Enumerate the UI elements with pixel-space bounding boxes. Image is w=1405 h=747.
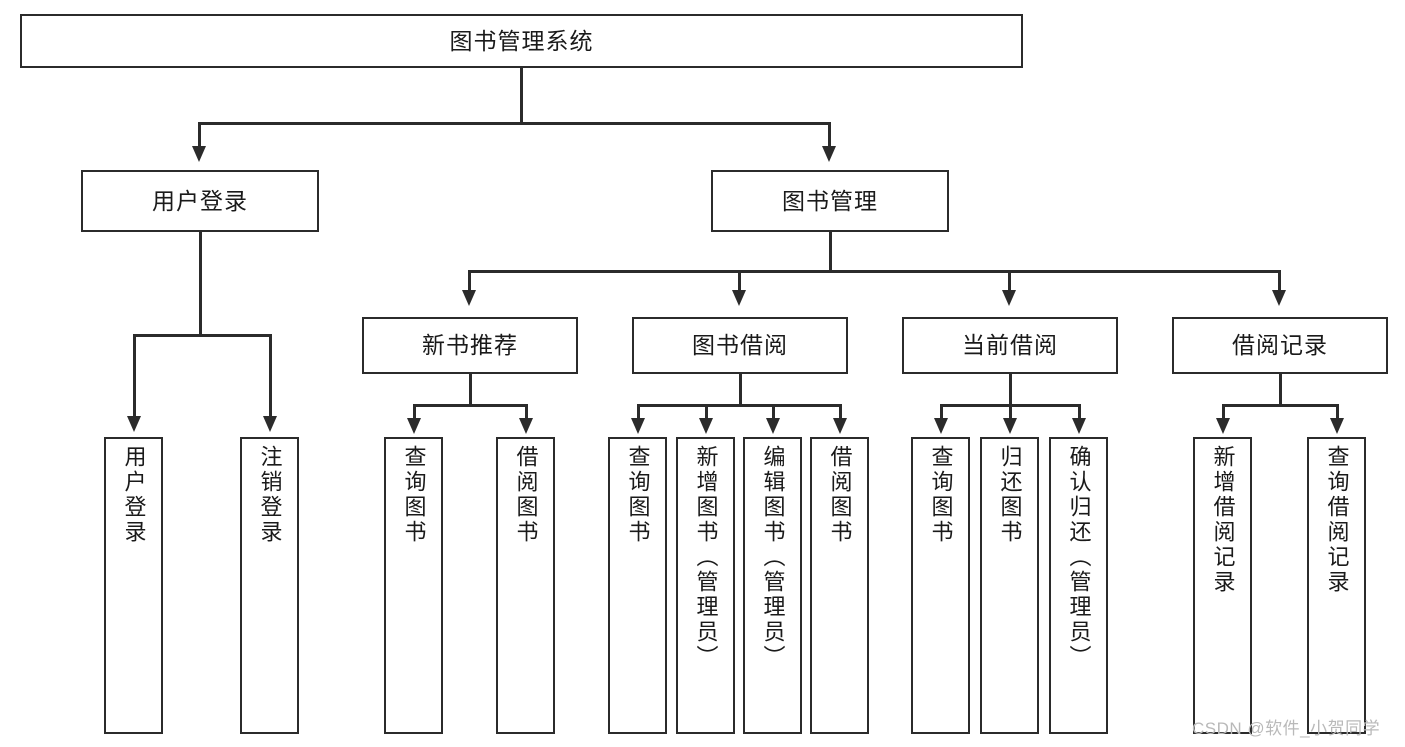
arrow-user-login-leaf-2 [263,416,277,432]
connector-root-to-book-manage [828,122,831,148]
node-user-login[interactable]: 用户登录 [81,170,319,232]
leaf-label: 注销登录 [257,445,283,545]
arrow-user-login-leaf-1 [127,416,141,432]
leaf-borrow-record-add[interactable]: 新增借阅记录 [1193,437,1252,734]
connector-book-borrow-drop-4 [839,404,842,420]
leaf-label: 查询图书 [401,445,427,545]
leaf-label: 新增借阅记录 [1210,445,1236,595]
leaf-label: 用户登录 [121,445,147,545]
arrow-book-borrow-leaf-1 [631,418,645,434]
leaf-user-login-logout[interactable]: 注销登录 [240,437,299,734]
connector-new-book-bar [413,404,527,407]
connector-user-login-drop-2 [269,334,272,418]
node-borrow-record-label: 借阅记录 [1232,332,1328,359]
arrow-borrow-record-leaf-2 [1330,418,1344,434]
connector-root-to-user-login [198,122,201,148]
connector-book-borrow-drop-2 [705,404,708,420]
leaf-current-borrow-query[interactable]: 查询图书 [911,437,970,734]
node-new-book-recommend[interactable]: 新书推荐 [362,317,578,374]
connector-book-manage-bar [468,270,1280,273]
node-borrow-record[interactable]: 借阅记录 [1172,317,1388,374]
arrow-book-manage-to-record [1272,290,1286,306]
connector-root-stem [520,68,523,124]
connector-book-manage-drop-4 [1278,270,1281,292]
leaf-label: 编辑图书（管理员） [760,445,786,670]
node-root-label: 图书管理系统 [449,27,594,54]
connector-borrow-record-drop-2 [1336,404,1339,420]
connector-user-login-bar [133,334,271,337]
leaf-label: 新增图书（管理员） [693,445,719,670]
connector-book-borrow-drop-1 [637,404,640,420]
leaf-new-book-borrow[interactable]: 借阅图书 [496,437,555,734]
arrow-borrow-record-leaf-1 [1216,418,1230,434]
leaf-label: 借阅图书 [827,445,853,545]
node-root[interactable]: 图书管理系统 [20,14,1023,68]
node-current-borrow[interactable]: 当前借阅 [902,317,1118,374]
arrow-book-borrow-leaf-4 [833,418,847,434]
leaf-label: 归还图书 [997,445,1023,545]
leaf-book-borrow-query[interactable]: 查询图书 [608,437,667,734]
connector-current-borrow-drop-2 [1009,404,1012,420]
connector-borrow-record-drop-1 [1222,404,1225,420]
connector-current-borrow-drop-3 [1078,404,1081,420]
arrow-current-borrow-leaf-1 [934,418,948,434]
connector-book-manage-drop-2 [738,270,741,292]
arrow-new-book-leaf-2 [519,418,533,434]
leaf-label: 确认归还（管理员） [1066,445,1092,670]
leaf-borrow-record-query[interactable]: 查询借阅记录 [1307,437,1366,734]
connector-book-manage-drop-1 [468,270,471,292]
connector-new-book-drop-1 [413,404,416,420]
leaf-label: 查询图书 [625,445,651,545]
connector-current-borrow-stem [1009,374,1012,406]
connector-book-manage-drop-3 [1008,270,1011,292]
leaf-book-borrow-edit[interactable]: 编辑图书（管理员） [743,437,802,734]
node-book-borrow-label: 图书借阅 [692,332,788,359]
csdn-watermark: CSDN @软件_小贺同学 [1192,719,1381,738]
leaf-book-borrow-add[interactable]: 新增图书（管理员） [676,437,735,734]
arrow-new-book-leaf-1 [407,418,421,434]
leaf-label: 查询借阅记录 [1324,445,1350,595]
leaf-user-login-login[interactable]: 用户登录 [104,437,163,734]
node-current-borrow-label: 当前借阅 [962,332,1058,359]
leaf-label: 借阅图书 [513,445,539,545]
connector-new-book-stem [469,374,472,406]
connector-user-login-stem [199,232,202,336]
arrow-current-borrow-leaf-3 [1072,418,1086,434]
node-book-manage-label: 图书管理 [782,187,878,214]
node-user-login-label: 用户登录 [152,187,248,214]
connector-user-login-drop-1 [133,334,136,418]
arrow-book-borrow-leaf-3 [766,418,780,434]
leaf-label: 查询图书 [928,445,954,545]
connector-root-bar [198,122,830,125]
connector-borrow-record-stem [1279,374,1282,406]
connector-book-manage-stem [829,232,832,272]
connector-book-borrow-drop-3 [772,404,775,420]
node-book-borrow[interactable]: 图书借阅 [632,317,848,374]
node-book-manage[interactable]: 图书管理 [711,170,949,232]
connector-book-borrow-bar [637,404,841,407]
arrow-current-borrow-leaf-2 [1003,418,1017,434]
connector-borrow-record-bar [1222,404,1338,407]
leaf-current-borrow-return[interactable]: 归还图书 [980,437,1039,734]
connector-current-borrow-drop-1 [940,404,943,420]
leaf-new-book-query[interactable]: 查询图书 [384,437,443,734]
leaf-current-borrow-confirm[interactable]: 确认归还（管理员） [1049,437,1108,734]
arrow-book-borrow-leaf-2 [699,418,713,434]
arrow-book-manage-to-borrow [732,290,746,306]
leaf-book-borrow-borrow[interactable]: 借阅图书 [810,437,869,734]
connector-new-book-drop-2 [525,404,528,420]
arrow-root-to-user-login [192,146,206,162]
node-new-book-recommend-label: 新书推荐 [422,332,518,359]
arrow-root-to-book-manage [822,146,836,162]
arrow-book-manage-to-new-book [462,290,476,306]
arrow-book-manage-to-current [1002,290,1016,306]
connector-book-borrow-stem [739,374,742,406]
